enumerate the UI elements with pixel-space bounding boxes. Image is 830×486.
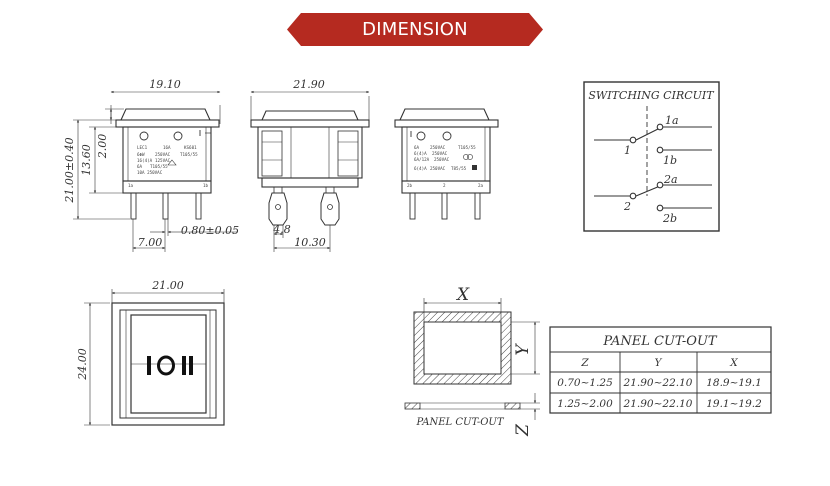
cert-mark-icon-a <box>463 154 469 160</box>
circuit-label-2b: 2b <box>662 212 677 225</box>
pin-spacing-label: 7.00 <box>138 236 163 249</box>
front-marking-4: 250VAC <box>155 152 171 157</box>
rear-marking-7: 6(4)A <box>414 166 427 171</box>
side-width-label: 21.90 <box>292 78 325 91</box>
pin-width-label: 0.80±0.05 <box>181 224 239 237</box>
front-width-label: 19.10 <box>149 78 181 91</box>
tab-width-label: 4.8 <box>272 223 291 236</box>
table-cell-r1-x: 19.1~19.2 <box>706 398 762 410</box>
panel-diagram <box>404 298 540 420</box>
table-cell-r0-z: 0.70~1.25 <box>557 377 613 389</box>
front-view <box>73 90 237 252</box>
front-terminal-1b: 1b <box>203 183 209 188</box>
dimension-banner: DIMENSION <box>287 13 543 46</box>
table-cell-r1-z: 1.25~2.00 <box>557 398 613 410</box>
rear-marking-0: 6A <box>414 145 420 150</box>
cert-mark-icon-b <box>467 154 473 160</box>
rear-terminal-2b: 2b <box>407 183 413 188</box>
banner-shape <box>287 13 543 46</box>
rear-marking-1: 250VAC <box>430 145 446 150</box>
rear-marking-2: T105/55 <box>458 145 476 150</box>
front-height-body-label: 13.60 <box>80 144 93 176</box>
front-marking-1: 16A <box>163 145 171 150</box>
rear-marking-6: 250VAC <box>434 157 450 162</box>
rear-marking-5: 6A/12A <box>414 157 430 162</box>
top-view <box>84 289 225 426</box>
rear-terminal-2: 2 <box>443 183 446 188</box>
front-marking-9: T105/55 <box>150 164 168 169</box>
top-width-label: 21.00 <box>151 279 184 292</box>
panel-y-label: Y <box>513 343 533 356</box>
front-height-total-label: 21.00±0.40 <box>63 137 76 203</box>
front-marking-6: 16(4)A <box>137 158 153 163</box>
circuit-label-1a: 1a <box>665 114 679 127</box>
table-header-y: Y <box>655 357 663 369</box>
side-view <box>250 90 370 252</box>
table-title: PANEL CUT-OUT <box>602 334 717 349</box>
cutout-table <box>549 326 772 414</box>
front-marking-7: 125VAC <box>155 158 171 163</box>
table-cell-r0-x: 18.9~19.1 <box>706 377 762 389</box>
front-marking-3: 6ΦW <box>137 152 145 157</box>
front-marking-5: T105/55 <box>180 152 198 157</box>
ce-mark-icon <box>472 165 477 170</box>
front-marking-8: 6A <box>137 164 143 169</box>
rear-marking-8: 250VAC <box>430 166 446 171</box>
front-marking-0: LEC1 <box>137 145 148 150</box>
panel-caption: PANEL CUT-OUT <box>415 417 504 428</box>
rear-markings: 6A 250VAC T105/55 6(4)A 250VAC 6A/12A 25… <box>407 145 484 188</box>
circuit-title: SWITCHING CIRCUIT <box>588 89 715 102</box>
front-markings: LEC1 16A KS601 6ΦW 250VAC T105/55 16(4)A… <box>128 145 209 188</box>
top-height-label: 24.00 <box>76 348 89 381</box>
panel-x-label: X <box>455 285 470 305</box>
table-cell-r0-y: 21.90~22.10 <box>623 377 693 389</box>
front-marking-10: 10A 250VAC <box>137 170 163 175</box>
warning-triangle-icon <box>167 159 177 166</box>
rear-marking-9: T85/55 <box>451 166 467 171</box>
circuit-label-1: 1 <box>624 144 631 157</box>
power-symbol-icon <box>147 355 193 376</box>
rear-view <box>394 108 499 220</box>
banner-title: DIMENSION <box>362 19 468 40</box>
front-marking-2: KS601 <box>184 145 197 150</box>
panel-z-label: Z <box>513 423 533 437</box>
rear-marking-3: 6(4)A <box>414 151 427 156</box>
switching-circuit <box>583 81 720 232</box>
circuit-label-2: 2 <box>623 200 631 213</box>
circuit-label-2a: 2a <box>663 173 678 186</box>
tab-pitch-label: 10.30 <box>294 236 326 249</box>
rear-marking-4: 250VAC <box>432 151 448 156</box>
front-height-small-label: 2.00 <box>96 134 109 160</box>
table-header-z: Z <box>580 357 589 369</box>
table-header-x: X <box>729 357 738 369</box>
front-terminal-1a: 1a <box>128 183 134 188</box>
table-cell-r1-y: 21.90~22.10 <box>623 398 693 410</box>
circuit-label-1b: 1b <box>663 154 677 167</box>
rear-terminal-2a: 2a <box>478 183 484 188</box>
